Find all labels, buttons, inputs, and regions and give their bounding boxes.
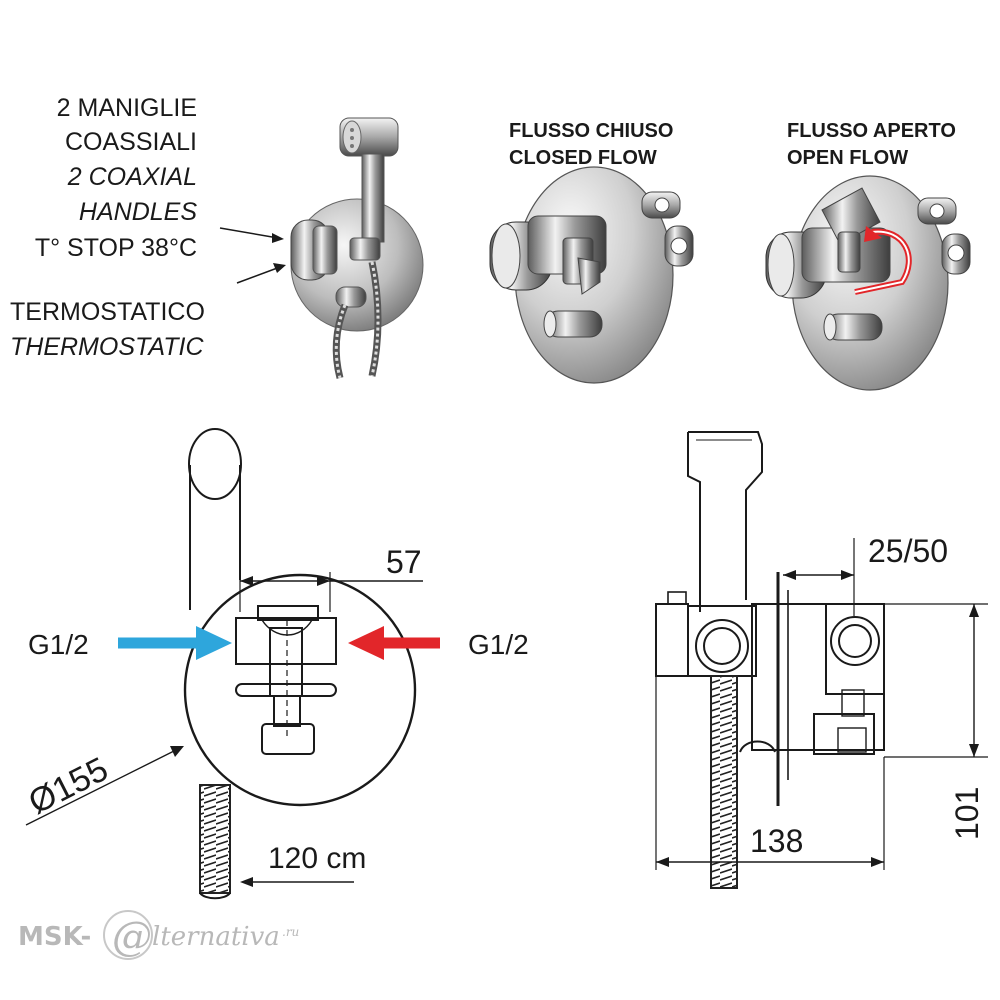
- dim-inlet-right: G1/2: [468, 629, 529, 660]
- label-temp-stop: T° STOP 38°C: [35, 234, 197, 262]
- label-coaxial-en: 2 COAXIAL: [67, 163, 197, 191]
- label-coaxial-it: COASSIALI: [65, 128, 197, 156]
- side-view-drawing: 25/50 101 138: [655, 431, 988, 889]
- label-open-en: OPEN FLOW: [787, 147, 908, 169]
- watermark-right: lternativa: [152, 922, 280, 952]
- dim-hose-length: 120 cm: [268, 842, 366, 875]
- product-photo-installed: [290, 117, 424, 379]
- closed-flow-view: FLUSSO CHIUSO CLOSED FLOW: [489, 120, 694, 384]
- label-thermo-it: TERMOSTATICO: [10, 298, 205, 326]
- label-closed-it: FLUSSO CHIUSO: [509, 120, 673, 142]
- label-open-it: FLUSSO APERTO: [787, 120, 956, 142]
- dim-inlet-left: G1/2: [28, 629, 89, 660]
- front-view-drawing: 57 G1/2 G1/2 Ø155 120 cm: [23, 428, 529, 900]
- label-thermo-en: THERMOSTATIC: [10, 333, 204, 361]
- watermark-logo: MSK- @ lternativa .ru: [18, 910, 299, 960]
- dim-height: 101: [949, 787, 985, 840]
- label-leader-arrows: [219, 227, 286, 284]
- dim-diameter: Ø155: [23, 750, 114, 822]
- feature-labels: 2 MANIGLIE COASSIALI 2 COAXIAL HANDLES T…: [10, 94, 205, 361]
- open-flow-view: FLUSSO APERTO OPEN FLOW: [765, 120, 971, 391]
- watermark-tld: .ru: [282, 925, 299, 939]
- dim-57: 57: [386, 544, 422, 580]
- dim-total-depth: 138: [750, 823, 803, 859]
- dim-depth-range: 25/50: [868, 533, 948, 569]
- label-closed-en: CLOSED FLOW: [509, 147, 657, 169]
- label-handles-en: HANDLES: [79, 198, 197, 226]
- watermark-mark: @: [112, 914, 152, 960]
- label-handles-it: 2 MANIGLIE: [57, 94, 197, 122]
- watermark-left: MSK-: [18, 922, 91, 952]
